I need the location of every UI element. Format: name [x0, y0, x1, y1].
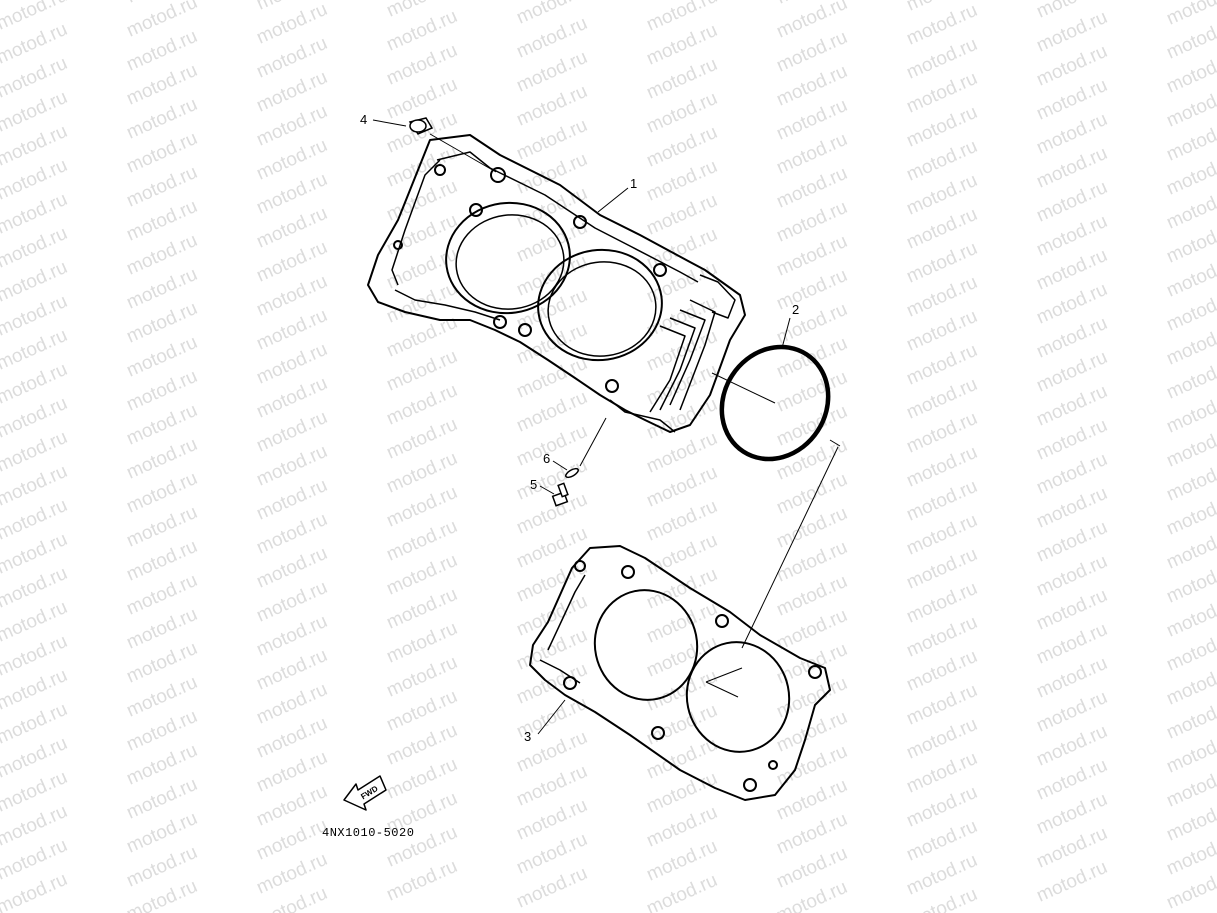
- o-ring: [711, 317, 841, 649]
- callout-6: 6: [543, 451, 550, 466]
- callout-2: 2: [792, 302, 799, 317]
- callout-1: 1: [630, 176, 637, 191]
- cylinder-block: [367, 134, 746, 433]
- forward-direction-indicator: FWD: [343, 775, 387, 811]
- callout-5: 5: [530, 477, 537, 492]
- callout-labels: 1 2 3 4 5 6: [360, 112, 799, 744]
- callout-4: 4: [360, 112, 367, 127]
- bolt: [539, 482, 569, 507]
- callout-3: 3: [524, 729, 531, 744]
- diagram-code: 4NX1010-5020: [322, 826, 414, 840]
- fwd-arrow-icon: [343, 775, 387, 811]
- washer: [552, 417, 607, 479]
- dowel-pin: [372, 117, 497, 173]
- cylinder-gasket: [529, 545, 831, 801]
